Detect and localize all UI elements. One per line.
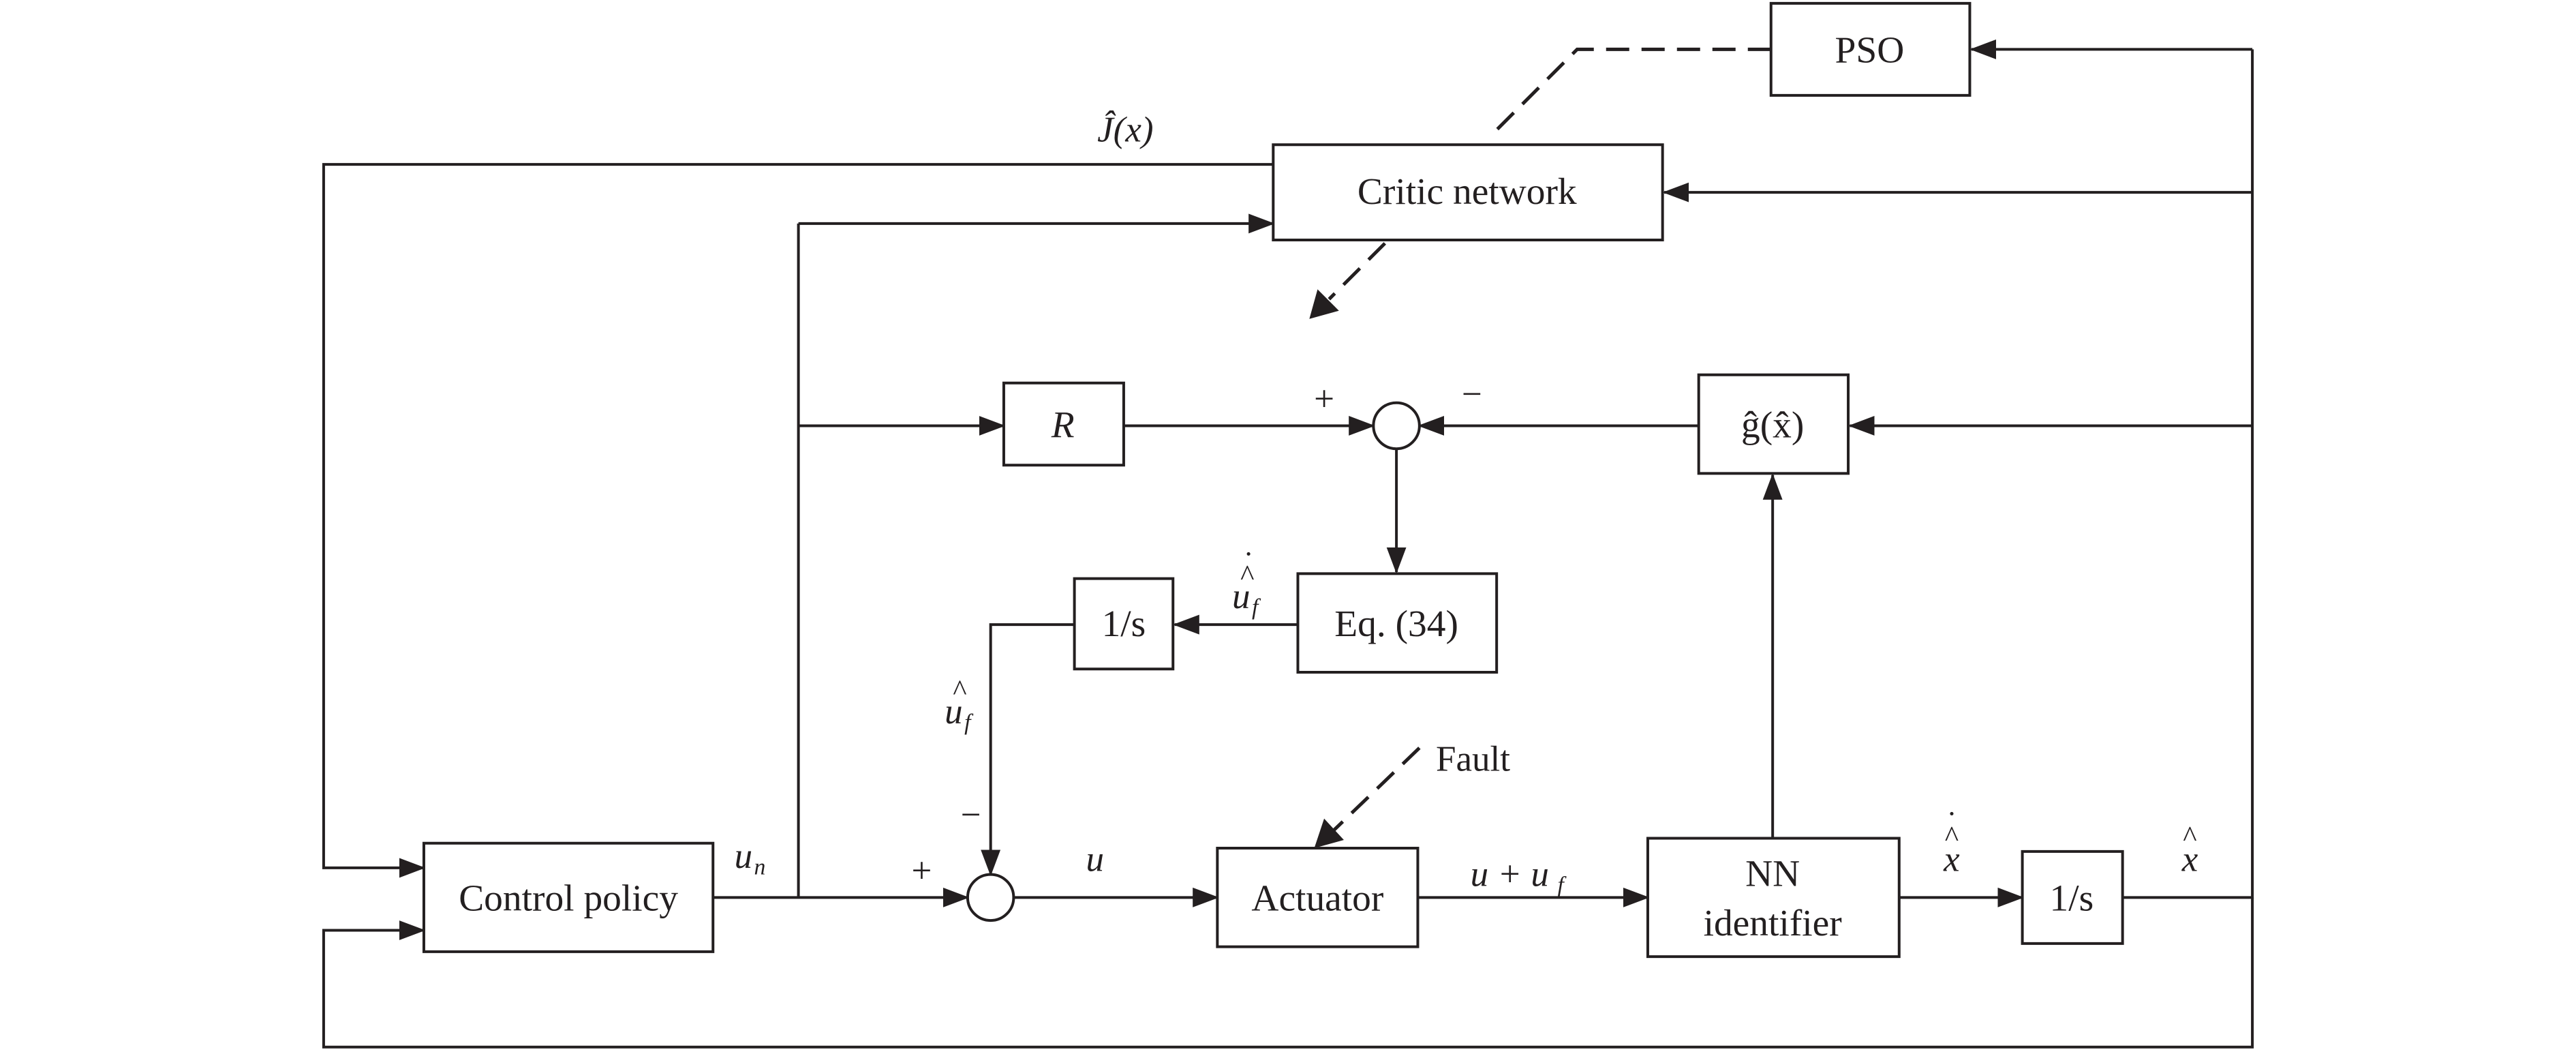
dashed-fault-arrowhead (1314, 818, 1344, 848)
jhat-signal-label: Ĵ(x) (1097, 110, 1153, 149)
uf-hat-dot-dot-mark: · (1244, 538, 1253, 571)
actuator-block (1217, 848, 1417, 947)
uf-hat-signal-label: u (945, 692, 963, 732)
eq34-label: Eq. (34) (1334, 603, 1458, 644)
control-policy-block (424, 843, 713, 952)
sum-junction-top (1373, 403, 1420, 449)
fault-integrator-block (1075, 579, 1174, 670)
nn-identifier-label-line1: NN (1745, 852, 1800, 894)
critic-network-block (1273, 145, 1662, 240)
dashed-critic-arrowhead (1309, 289, 1339, 319)
sum-bottom-minus-sign: − (961, 796, 981, 835)
dashed-fault (1334, 748, 1420, 830)
uf-hat-dot-signal-label: u (1232, 577, 1251, 616)
dashed-critic-update (1329, 243, 1385, 299)
feedback-bus-right (2123, 49, 2252, 897)
nn-identifier-block (1648, 839, 1899, 957)
ghat-block (1699, 375, 1848, 474)
r-gain-label: R (1051, 404, 1075, 445)
dashed-pso-to-critic (1492, 49, 1771, 134)
state-integrator-block (2023, 852, 2123, 944)
uf-hat-signal-subscript: f (964, 710, 974, 735)
un-signal-label: u (735, 837, 753, 876)
uf-hat-hat-mark: ^ (953, 674, 966, 707)
sum-top-minus-sign: − (1462, 375, 1482, 415)
eq34-block (1298, 573, 1497, 672)
pso-block (1771, 3, 1970, 95)
x-hat-dot-dot-mark: · (1947, 798, 1957, 830)
sum-top-plus-sign: + (1314, 380, 1334, 419)
ghat-label: ĝ(x̂) (1741, 404, 1804, 445)
critic-network-label: Critic network (1358, 170, 1577, 212)
actuator-label: Actuator (1251, 877, 1383, 919)
x-hat-dot-signal-label: x (1943, 840, 1960, 880)
x-hat-dot-hat-mark: ^ (1945, 821, 1959, 854)
wire-int-to-sum (981, 625, 1075, 876)
control-policy-label: Control policy (459, 877, 678, 919)
wire-jhat (324, 164, 1273, 878)
pso-label: PSO (1835, 29, 1905, 71)
fault-label: Fault (1436, 740, 1510, 779)
u-plus-uf-signal-subscript: f (1557, 873, 1567, 898)
uf-hat-dot-signal-subscript: f (1252, 595, 1261, 620)
x-hat-signal-label: x (2181, 840, 2198, 880)
u-plus-uf-signal-label: u + u (1471, 854, 1549, 894)
nn-identifier-label-line2: identifier (1704, 902, 1842, 944)
uf-hat-dot-hat-mark: ^ (1240, 559, 1254, 592)
fault-integrator-label: 1/s (1102, 603, 1146, 644)
sum-junction-bottom (968, 875, 1014, 921)
state-integrator-label: 1/s (2050, 877, 2094, 919)
un-signal-subscript: n (754, 855, 766, 880)
feedback-bus-bottom (324, 897, 2252, 1047)
x-hat-hat-mark: ^ (2183, 821, 2196, 854)
r-gain-block (1004, 383, 1124, 466)
sum-bottom-plus-sign: + (911, 852, 932, 891)
u-signal-label: u (1086, 840, 1104, 880)
